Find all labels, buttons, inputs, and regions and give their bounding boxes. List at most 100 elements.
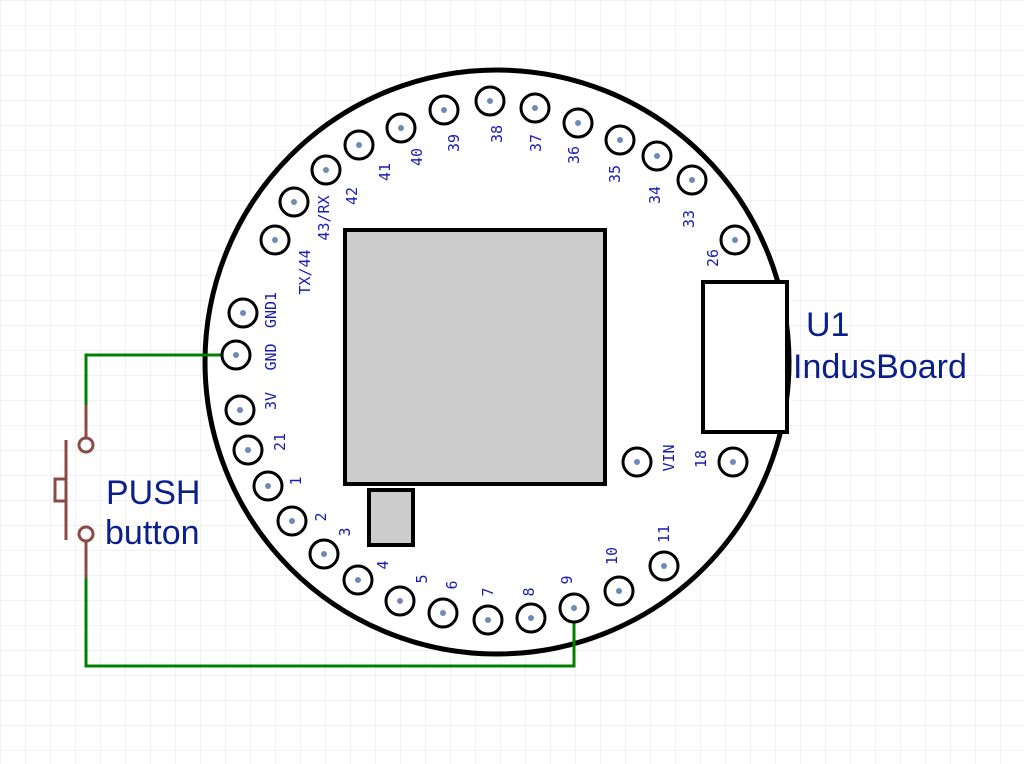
pin-34[interactable]: 34 <box>641 140 673 204</box>
pin-10[interactable]: 10 <box>603 547 635 607</box>
board-designator: U1 <box>806 306 849 344</box>
pin-label: 37 <box>527 134 545 152</box>
pin-label: 40 <box>408 148 426 166</box>
pin-label: TX/44 <box>296 249 314 294</box>
pin-GND[interactable]: GND <box>220 339 280 371</box>
small-component <box>367 488 415 547</box>
pin-label: 6 <box>443 580 461 589</box>
pin-1[interactable]: 1 <box>252 470 305 502</box>
pin-41[interactable]: 41 <box>343 129 394 181</box>
pin-label: 18 <box>692 450 710 468</box>
pin-35[interactable]: 35 <box>604 124 636 183</box>
pin-label: 2 <box>312 512 330 521</box>
pin-dot <box>661 563 667 569</box>
pin-dot <box>575 120 581 126</box>
pin-38[interactable]: 38 <box>474 85 506 143</box>
pin-dot <box>237 407 243 413</box>
pin-dot <box>654 153 660 159</box>
pin-18[interactable]: 18 <box>692 446 749 478</box>
pin-11[interactable]: 11 <box>648 525 680 582</box>
pin-GND1[interactable]: GND1 <box>227 292 280 329</box>
pin-label: GND <box>262 343 280 370</box>
pin-dot <box>356 142 362 148</box>
pin-label: 8 <box>520 587 538 596</box>
pin-43RX[interactable]: 43/RX <box>278 186 333 241</box>
push-button-symbol <box>53 405 95 578</box>
pin-dot <box>240 310 246 316</box>
pin-4[interactable]: 4 <box>342 560 392 596</box>
pin-label: 36 <box>565 146 583 164</box>
pin-dot <box>245 447 251 453</box>
pin-label: 21 <box>271 433 289 451</box>
pin-dot <box>321 551 327 557</box>
pin-label: 9 <box>558 575 576 584</box>
pin-dot <box>532 105 538 111</box>
pin-label: 11 <box>655 525 673 543</box>
pin-dot <box>440 610 446 616</box>
pin-label: 35 <box>606 165 624 183</box>
pin-label: 5 <box>413 574 431 583</box>
pin-dot <box>397 598 403 604</box>
pin-label: 10 <box>603 547 621 565</box>
pin-dot <box>398 125 404 131</box>
pin-2[interactable]: 2 <box>276 505 330 537</box>
pin-39[interactable]: 39 <box>428 94 463 152</box>
pin-dot <box>616 588 622 594</box>
pin-dot <box>730 459 736 465</box>
pin-label: 4 <box>374 560 392 569</box>
pin-dot <box>485 617 491 623</box>
pin-label: 1 <box>287 476 305 485</box>
pin-26[interactable]: 26 <box>704 224 751 267</box>
pin-3V[interactable]: 3V <box>224 392 280 426</box>
pin-label: 41 <box>376 163 394 181</box>
pin-42[interactable]: 42 <box>310 154 361 205</box>
pin-dot <box>441 107 447 113</box>
pin-label: 7 <box>479 587 497 596</box>
pin-8[interactable]: 8 <box>515 587 547 634</box>
wire-gnd-to-button <box>84 353 243 405</box>
pin-label: 43/RX <box>315 195 333 240</box>
pin-label: 42 <box>343 187 361 205</box>
pin-dot <box>689 177 695 183</box>
pin-VIN[interactable]: VIN <box>621 444 678 478</box>
pin-label: 39 <box>445 134 463 152</box>
pin-label: 3 <box>336 527 354 536</box>
pin-3[interactable]: 3 <box>308 527 354 570</box>
pin-dot <box>323 167 329 173</box>
pin-label: 34 <box>646 186 664 204</box>
pin-dot <box>528 615 534 621</box>
pin-dot <box>617 137 623 143</box>
pin-21[interactable]: 21 <box>232 433 289 466</box>
pin-9[interactable]: 9 <box>558 575 590 624</box>
pin-dot <box>732 237 738 243</box>
pin-33[interactable]: 33 <box>676 164 708 228</box>
pin-6[interactable]: 6 <box>427 580 461 629</box>
pin-TX44[interactable]: TX/44 <box>259 224 314 295</box>
pin-label: 33 <box>680 210 698 228</box>
pin-dot <box>289 518 295 524</box>
pin-dot <box>634 459 640 465</box>
pin-5[interactable]: 5 <box>384 574 431 617</box>
pin-dot <box>487 98 493 104</box>
pin-dot <box>233 352 239 358</box>
usb-connector <box>701 280 789 434</box>
pin-dot <box>265 483 271 489</box>
pin-36[interactable]: 36 <box>562 107 594 164</box>
main-chip <box>343 228 607 486</box>
button-label-line1: PUSH <box>106 474 200 512</box>
pin-label: 38 <box>488 125 506 143</box>
wire-button-to-pin9 <box>84 578 576 668</box>
pin-dot <box>355 577 361 583</box>
board-name: IndusBoard <box>793 348 967 386</box>
button-label-line2: button <box>105 514 200 552</box>
pin-37[interactable]: 37 <box>519 92 551 152</box>
pin-dot <box>291 199 297 205</box>
pin-label: 3V <box>262 392 280 410</box>
pin-label: VIN <box>660 444 678 471</box>
pin-40[interactable]: 40 <box>385 112 426 166</box>
pin-label: 26 <box>704 249 722 267</box>
pin-dot <box>272 237 278 243</box>
pin-dot <box>571 605 577 611</box>
pin-7[interactable]: 7 <box>472 587 504 636</box>
